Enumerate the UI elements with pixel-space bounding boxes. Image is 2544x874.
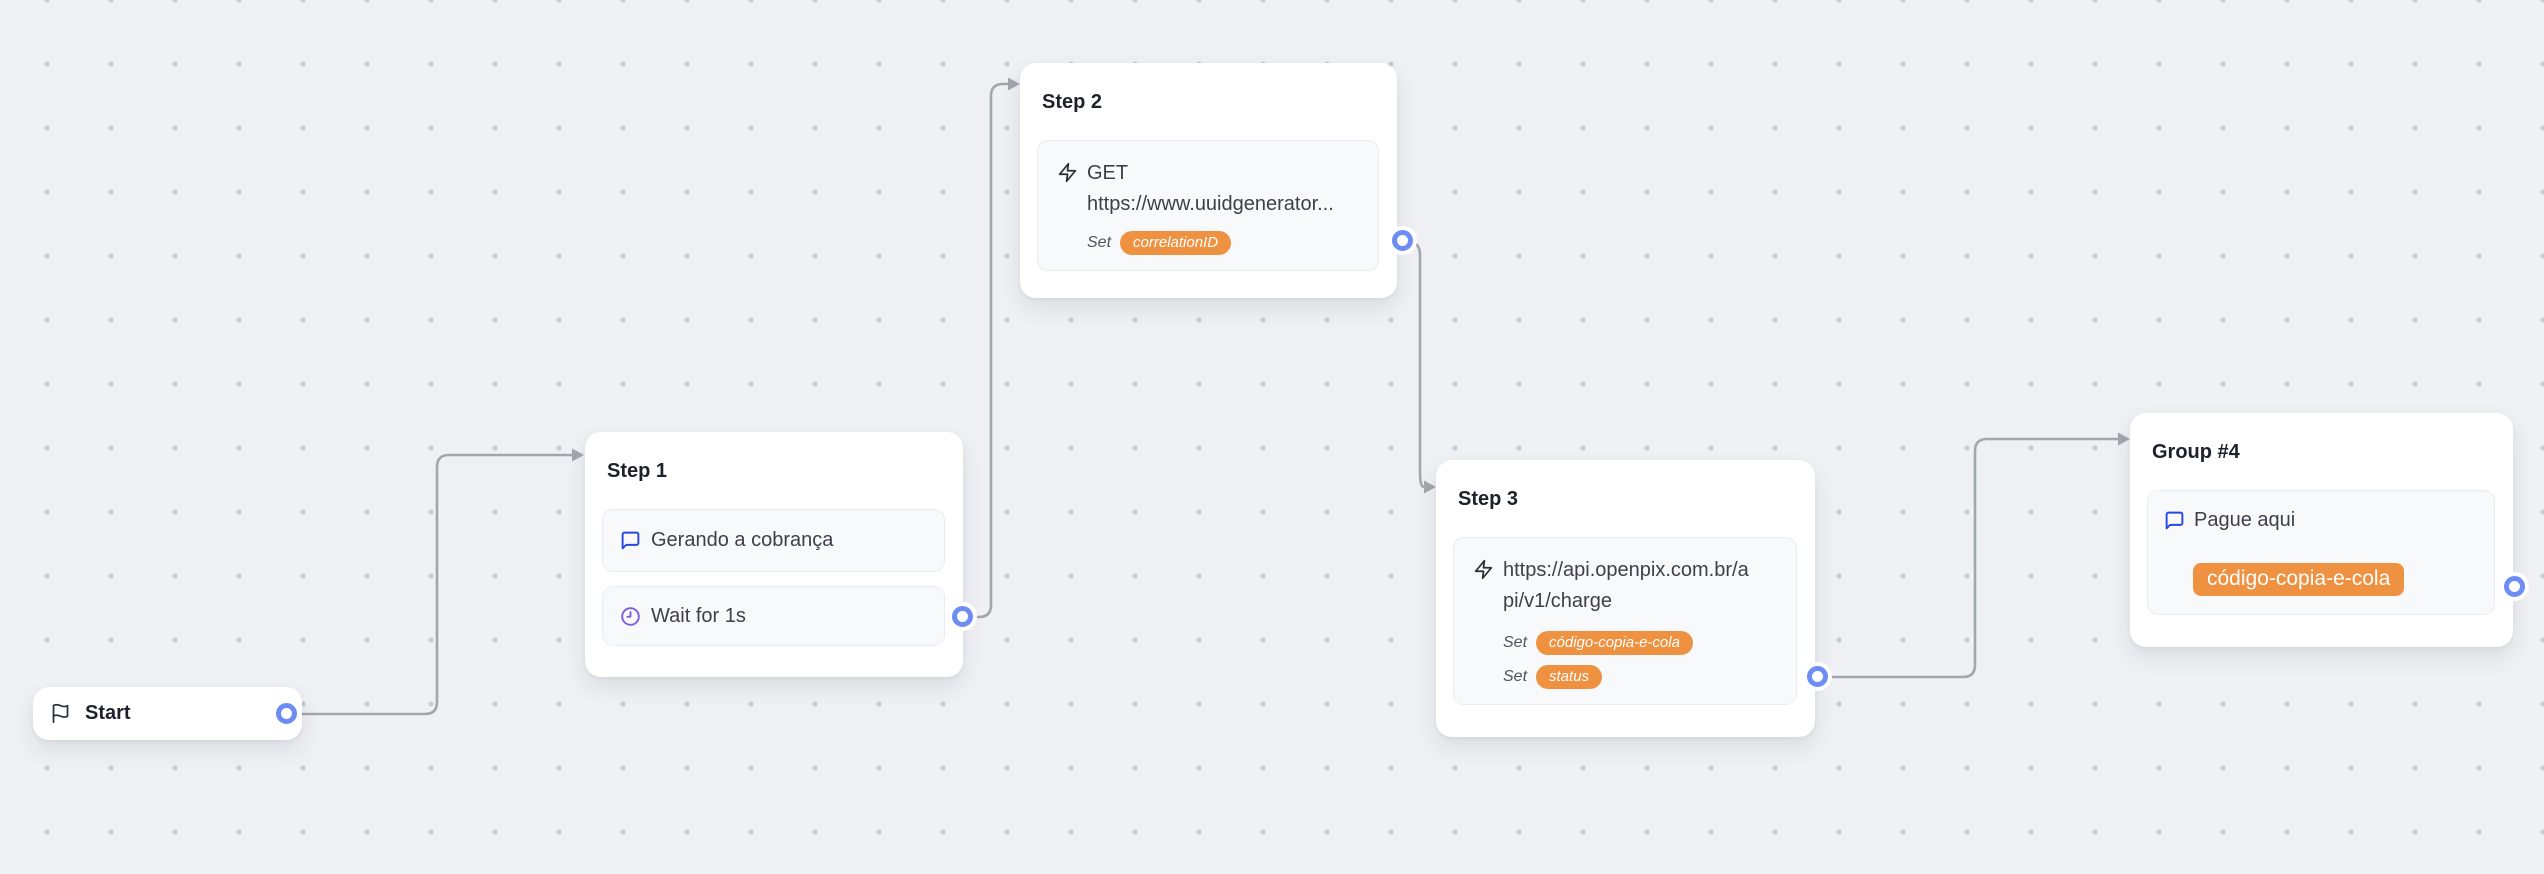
zap-icon	[1474, 559, 1493, 580]
connection-port-start[interactable]	[276, 703, 297, 724]
http-request-item[interactable]: GET https://www.uuidgenerator... Set cor…	[1037, 140, 1379, 271]
clock-icon	[621, 606, 640, 626]
pay-code-button[interactable]: código-copia-e-cola	[2193, 563, 2405, 596]
arrowhead-icon	[2118, 432, 2130, 446]
message-icon	[621, 531, 640, 550]
message-icon	[2165, 511, 2184, 529]
http-method: GET	[1087, 162, 1129, 184]
http-url: https://api.openpix.com.br/a	[1503, 559, 1749, 581]
message-item[interactable]: Gerando a cobrança	[602, 509, 945, 572]
set-label: Set	[1503, 668, 1528, 685]
http-url: pi/v1/charge	[1503, 590, 1612, 612]
item-label: Wait for 1s	[651, 604, 746, 627]
set-label: Set	[1087, 234, 1112, 251]
variable-badge[interactable]: correlationID	[1120, 231, 1232, 255]
node-title: Start	[85, 702, 131, 724]
flag-icon	[52, 703, 69, 724]
connection-port-step1[interactable]	[952, 606, 973, 627]
message-item[interactable]: Pague aqui código-copia-e-cola	[2147, 490, 2495, 615]
http-request-item[interactable]: https://api.openpix.com.br/a pi/v1/charg…	[1453, 537, 1797, 705]
node-title: Step 2	[1042, 91, 1103, 113]
variable-badge[interactable]: código-copia-e-cola	[1536, 631, 1693, 655]
item-label: Gerando a cobrança	[651, 529, 834, 551]
edge-start-to-step1[interactable]	[287, 448, 584, 716]
set-label: Set	[1503, 634, 1528, 651]
node-title: Step 3	[1458, 488, 1519, 510]
node-start[interactable]: Start	[33, 687, 302, 740]
node-step2[interactable]: Step 2 GET https://www.uuidgenerator... …	[1020, 63, 1397, 298]
arrowhead-icon	[572, 448, 584, 462]
node-title: Step 1	[607, 460, 668, 482]
node-step1[interactable]: Step 1 Gerando a cobrança Wait for 1s	[585, 432, 963, 677]
connection-port-step3[interactable]	[1807, 666, 1828, 687]
wait-item[interactable]: Wait for 1s	[602, 586, 945, 646]
node-step3[interactable]: Step 3 https://api.openpix.com.br/a pi/v…	[1436, 460, 1815, 737]
edge-step3-to-group4[interactable]	[1818, 432, 2130, 679]
edge-step2-to-step3[interactable]	[1403, 239, 1436, 494]
http-url: https://www.uuidgenerator...	[1087, 193, 1334, 215]
zap-icon	[1058, 162, 1077, 183]
node-group4[interactable]: Group #4 Pague aqui código-copia-e-cola	[2130, 413, 2513, 647]
arrowhead-icon	[1008, 77, 1020, 91]
connection-port-group4[interactable]	[2504, 576, 2525, 597]
arrowhead-icon	[1424, 480, 1436, 494]
edge-step1-to-step2[interactable]	[963, 77, 1020, 619]
node-title: Group #4	[2152, 441, 2240, 463]
item-label: Pague aqui	[2194, 508, 2296, 531]
variable-badge[interactable]: status	[1536, 665, 1603, 689]
connection-port-step2[interactable]	[1392, 230, 1413, 251]
